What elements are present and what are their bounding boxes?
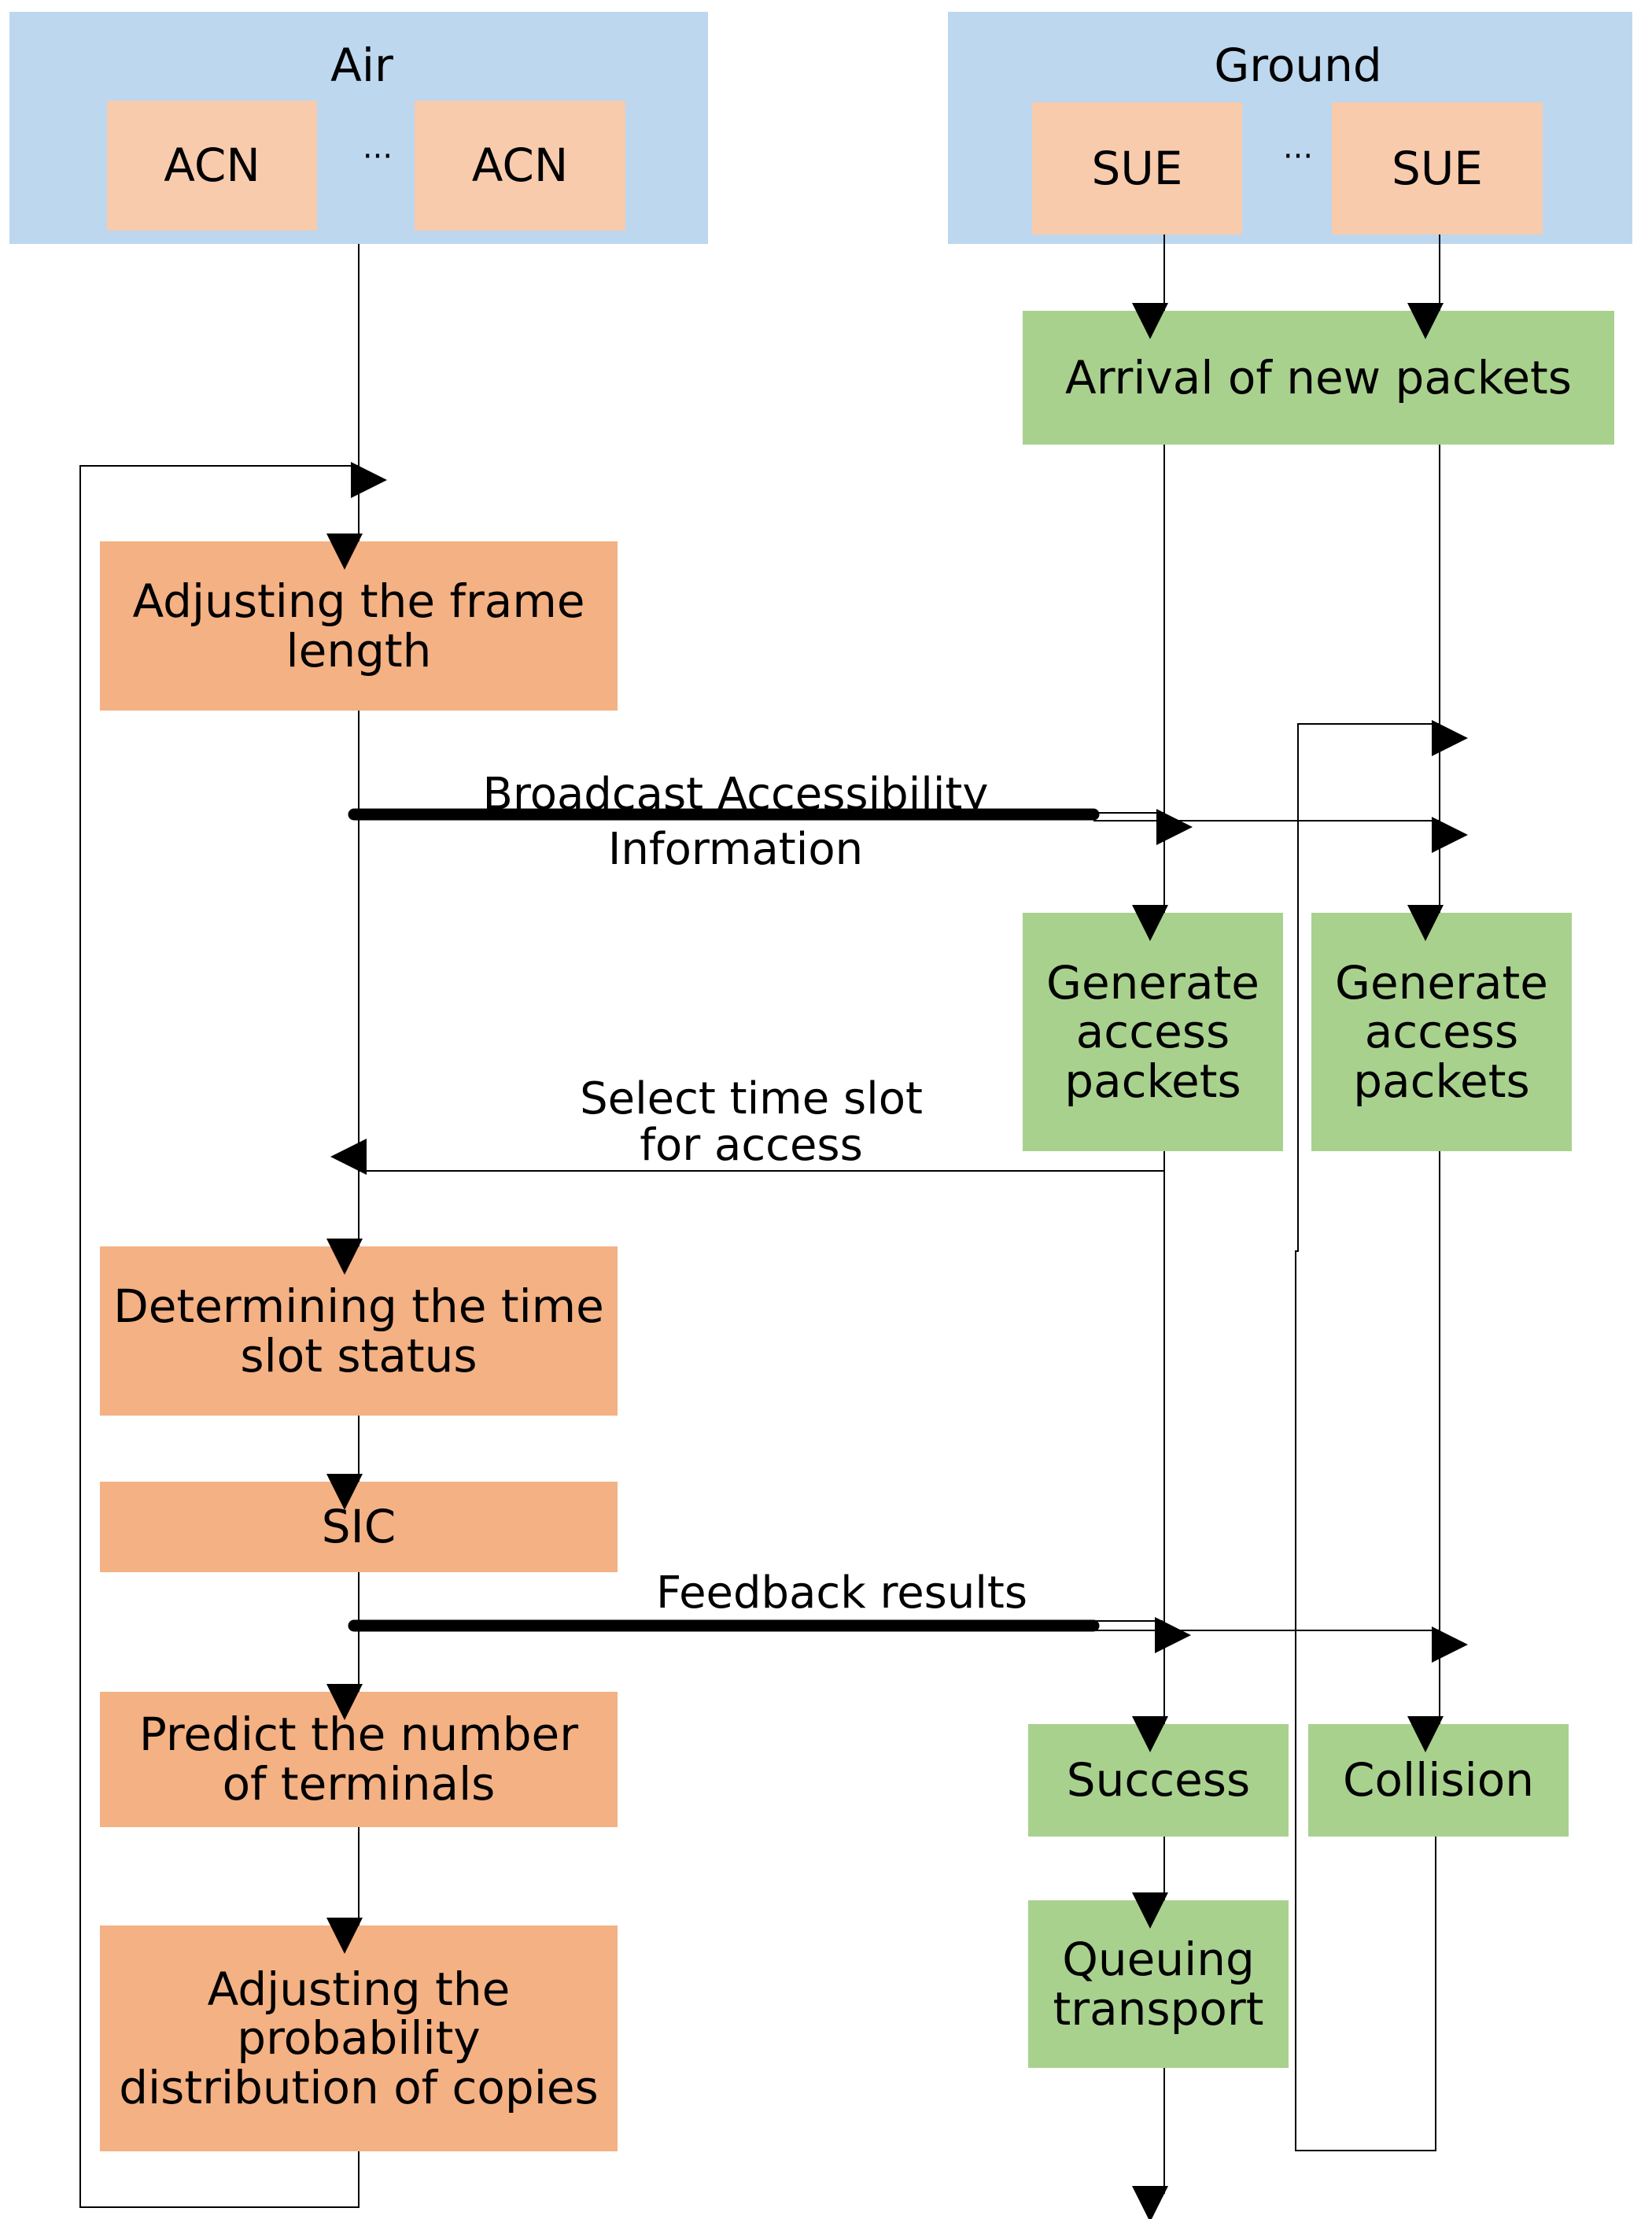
collision-retry-loop (1295, 720, 1468, 2151)
generate-access-packets-right-box: Generate access packets (1311, 913, 1572, 1151)
arrival-of-new-packets-box: Arrival of new packets (1023, 311, 1614, 445)
queuing-transport-box: Queuing transport (1028, 1900, 1289, 2068)
acn-node-left: ACN (107, 101, 317, 231)
select-slot-label: Select time slot for access (580, 1073, 923, 1171)
determining-slot-status-box: Determining the time slot status (100, 1246, 618, 1416)
air-region-title: Air (330, 39, 393, 92)
air-ellipsis: ··· (362, 138, 393, 175)
adjusting-probability-box: Adjusting the probability distribution o… (100, 1925, 618, 2151)
sue-node-right: SUE (1332, 102, 1543, 234)
acn-node-right: ACN (415, 101, 625, 231)
generate-access-packets-left-box: Generate access packets (1023, 913, 1283, 1151)
sue-node-left: SUE (1032, 102, 1242, 234)
ground-region-title: Ground (1214, 39, 1382, 92)
broadcast-label: Broadcast Accessibility Information (482, 769, 989, 875)
ground-ellipsis: ··· (1282, 138, 1314, 175)
air-loop-back (79, 462, 387, 2208)
feedback-label: Feedback results (655, 1567, 1028, 1619)
